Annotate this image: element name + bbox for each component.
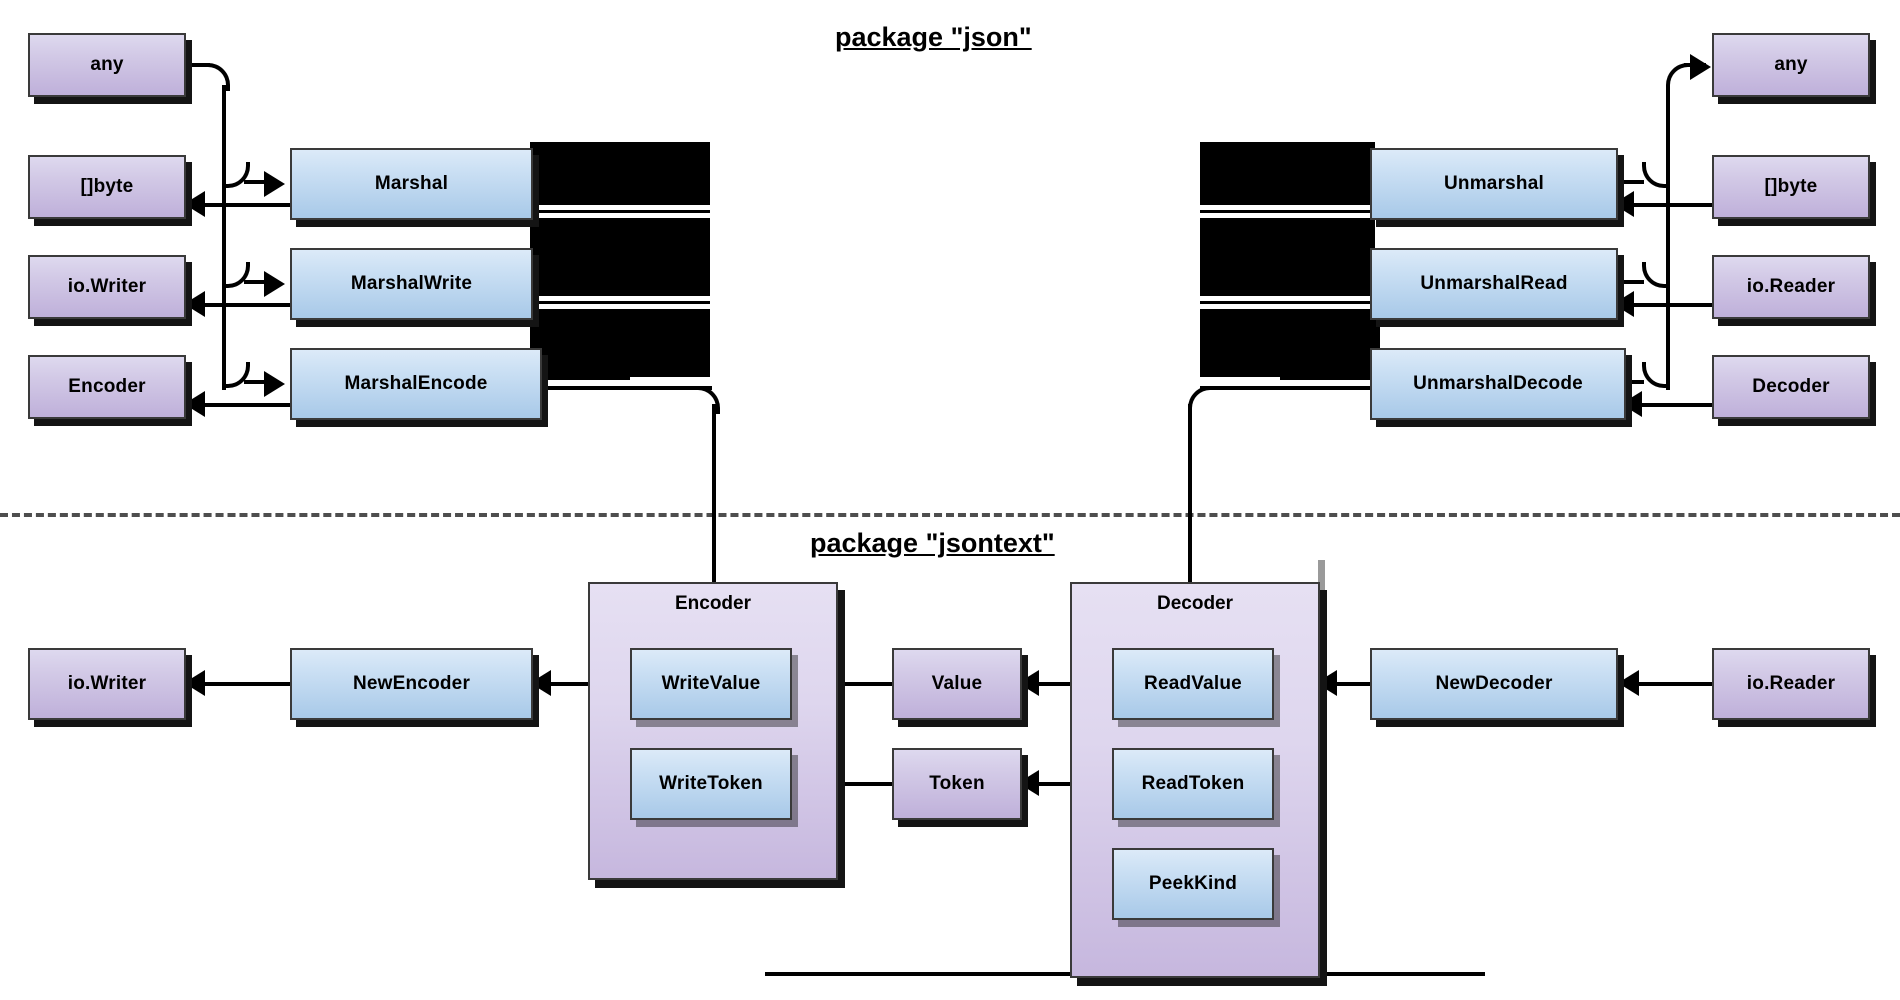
- node-unmarshalread[interactable]: UnmarshalRead: [1370, 248, 1618, 320]
- edge-ioreader-newdecoder: [1638, 682, 1718, 686]
- node-decoder-type-unmarshal[interactable]: Decoder: [1712, 355, 1870, 419]
- node-marshal[interactable]: Marshal: [290, 148, 533, 220]
- package-separator: [0, 513, 1900, 517]
- node-readvalue[interactable]: ReadValue: [1112, 648, 1274, 720]
- package-title-jsontext: package "jsontext": [810, 528, 1055, 558]
- edge-any-out: [186, 63, 210, 67]
- edge-any-trunk: [222, 85, 226, 390]
- edge-decoder-unmarshaldecode: [1638, 403, 1712, 407]
- node-readtoken[interactable]: ReadToken: [1112, 748, 1274, 820]
- edge-marshalencode-encoder: [204, 403, 294, 407]
- edge-unmarshaldecode-to-decoder-v: [1188, 404, 1192, 584]
- group-encoder[interactable]: Encoder: [588, 582, 838, 880]
- edge-newdecoder-decoder: [1336, 682, 1380, 686]
- group-decoder-title: Decoder: [1156, 593, 1234, 614]
- edge-ioreader-unmarshalread: [1630, 303, 1712, 307]
- edge-value-writevalue: [810, 682, 896, 686]
- node-value[interactable]: Value: [892, 648, 1022, 720]
- node-newencoder[interactable]: NewEncoder: [290, 648, 533, 720]
- node-marshalwrite[interactable]: MarshalWrite: [290, 248, 533, 320]
- edge-unmarshaldecode-to-decoder-h: [1200, 386, 1372, 390]
- node-token[interactable]: Token: [892, 748, 1022, 820]
- node-marshalencode[interactable]: MarshalEncode: [290, 348, 542, 420]
- edge-any-trunk-right: [1666, 85, 1670, 390]
- edge-marshalencode-to-encoder-v: [712, 404, 716, 584]
- node-writevalue[interactable]: WriteValue: [630, 648, 792, 720]
- edge-marshalwrite-iowriter: [204, 303, 294, 307]
- node-bytes-marshal[interactable]: []byte: [28, 155, 186, 219]
- decoder-grey-tick: [1318, 560, 1325, 596]
- node-any-unmarshal[interactable]: any: [1712, 33, 1870, 97]
- node-ioreader-unmarshal[interactable]: io.Reader: [1712, 255, 1870, 319]
- edge-marshalencode-to-encoder-h: [542, 386, 712, 390]
- node-any-marshal[interactable]: any: [28, 33, 186, 97]
- edge-newencoder-iowriter: [204, 682, 294, 686]
- node-bytes-unmarshal[interactable]: []byte: [1712, 155, 1870, 219]
- node-unmarshal[interactable]: Unmarshal: [1370, 148, 1618, 220]
- node-iowriter-encoder[interactable]: io.Writer: [28, 648, 186, 720]
- package-title-json: package "json": [835, 22, 1032, 52]
- edge-any-elbow: [204, 63, 230, 91]
- edge-marshal-bytes: [204, 203, 294, 207]
- node-newdecoder[interactable]: NewDecoder: [1370, 648, 1618, 720]
- node-encoder-type-marshal[interactable]: Encoder: [28, 355, 186, 419]
- node-peekkind[interactable]: PeekKind: [1112, 848, 1274, 920]
- group-encoder-title: Encoder: [674, 593, 752, 614]
- node-writetoken[interactable]: WriteToken: [630, 748, 792, 820]
- node-iowriter-marshal[interactable]: io.Writer: [28, 255, 186, 319]
- edge-token-writetoken: [810, 782, 896, 786]
- node-ioreader-decoder[interactable]: io.Reader: [1712, 648, 1870, 720]
- edge-bytes-unmarshal: [1630, 203, 1712, 207]
- node-unmarshaldecode[interactable]: UnmarshalDecode: [1370, 348, 1626, 420]
